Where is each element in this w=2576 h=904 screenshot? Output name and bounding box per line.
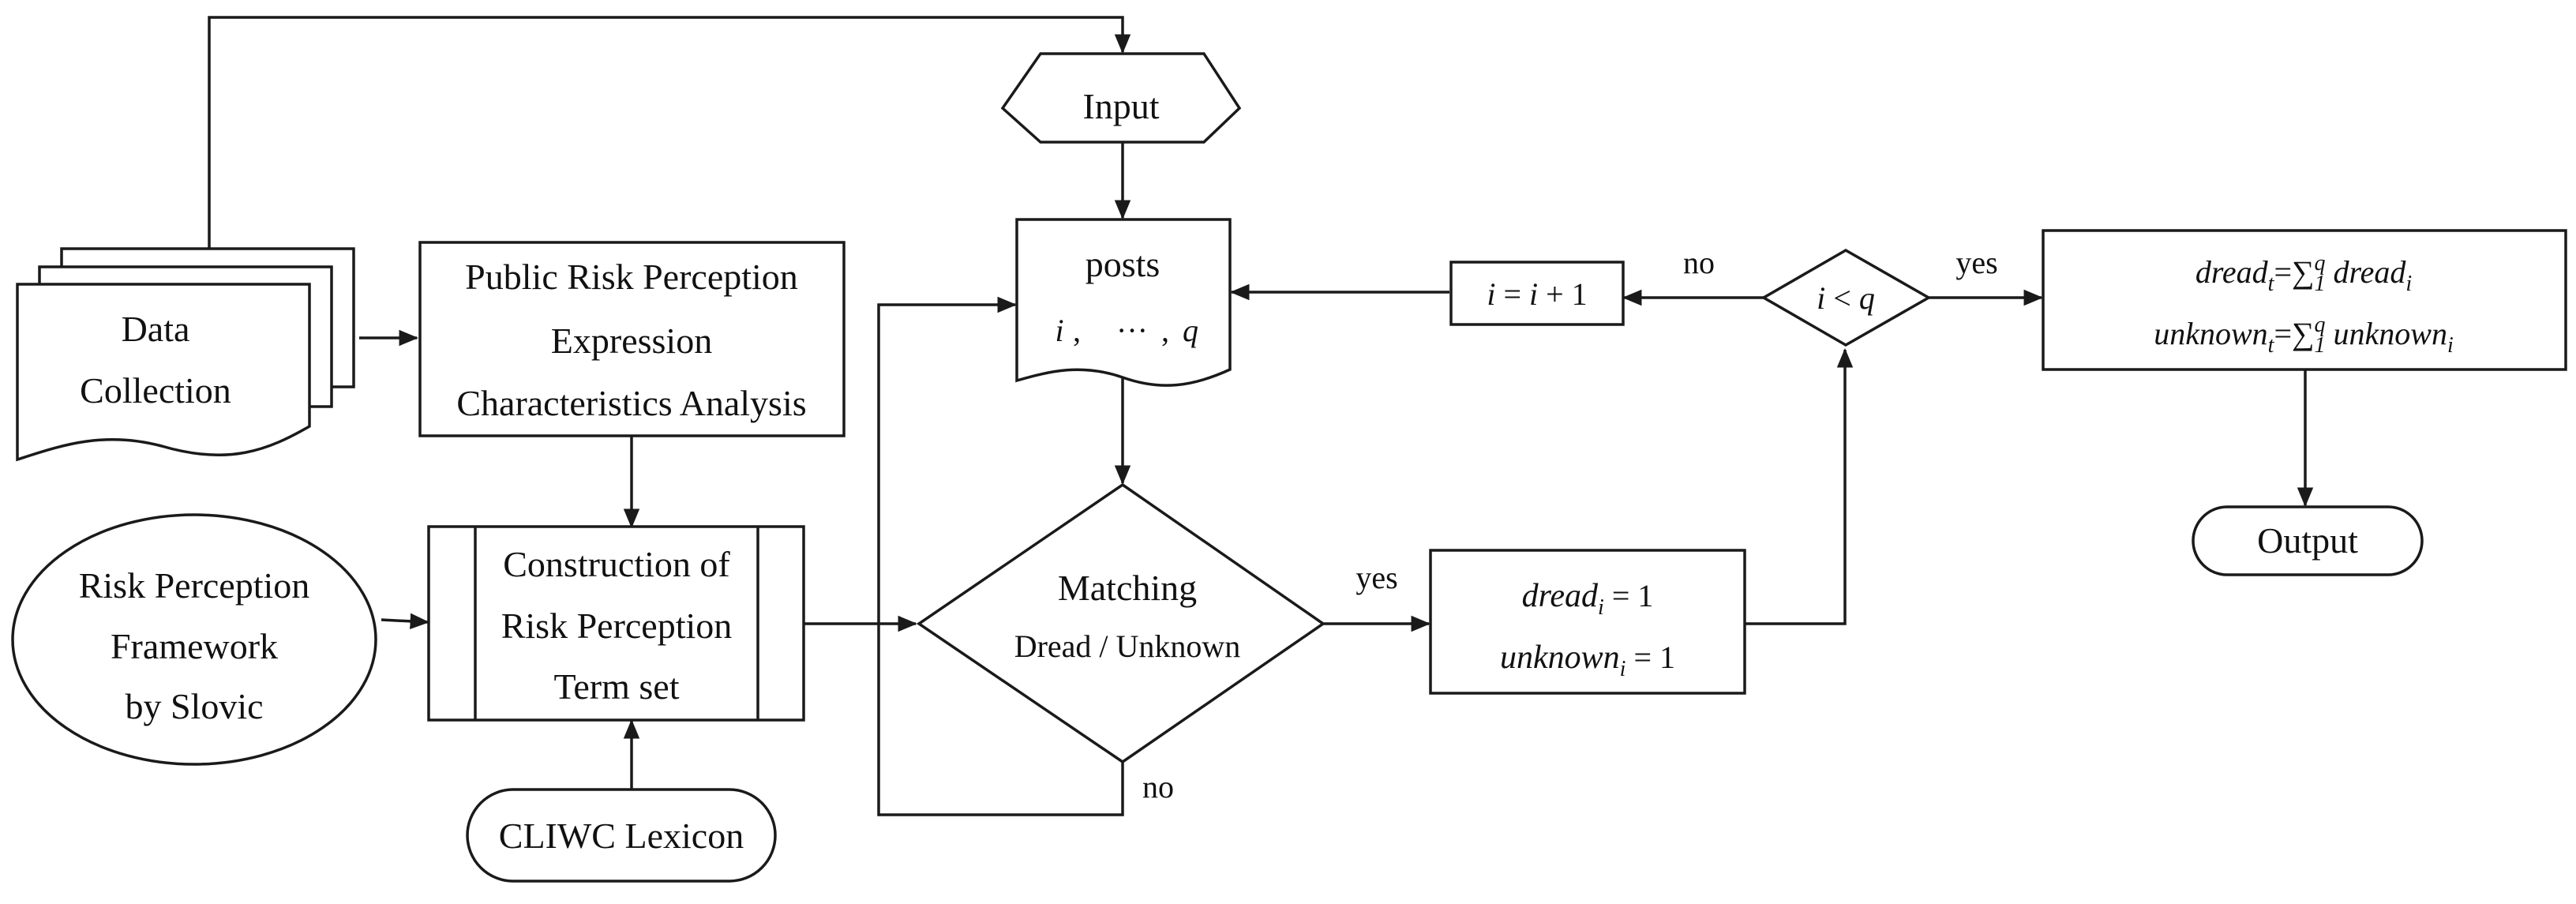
posts-sep-1: , (1073, 313, 1081, 348)
risk-framework-label-2: Framework (111, 626, 278, 666)
data-collection-label-2: Collection (80, 370, 231, 411)
cliwc-node: CLIWC Lexicon (466, 788, 777, 883)
totals-node: dreadt=∑1q dreadi unknownt=∑1q unknowni (2042, 229, 2567, 371)
posts-sep-2: , (1161, 313, 1169, 348)
construction-node: Construction of Risk Perception Term set (427, 525, 805, 722)
posts-index-end: q (1183, 313, 1198, 348)
posts-label: posts (1086, 244, 1161, 284)
risk-framework-label-1: Risk Perception (79, 565, 310, 606)
matching-label-2: Dread / Unknown (1014, 628, 1241, 664)
input-node: Input (1000, 52, 1242, 144)
totals-unknown: unknownt=∑1q unknowni (2154, 313, 2454, 358)
matching-node: Matching Dread / Unknown (916, 482, 1326, 764)
assign-node: dreadi = 1 unknowni = 1 (1429, 549, 1746, 695)
edge-data-to-input (208, 16, 1131, 254)
data-collection-node: Data Collection (16, 247, 355, 462)
public-risk-label-3: Characteristics Analysis (456, 383, 806, 423)
edge-label-condition-yes: yes (1955, 245, 1997, 280)
construction-label-2: Risk Perception (501, 606, 733, 646)
posts-ellipsis: ··· (1116, 313, 1148, 348)
totals-dread: dreadt=∑1q dreadi (2195, 251, 2412, 296)
construction-label-3: Term set (553, 666, 679, 707)
condition-node: i < q (1760, 248, 1932, 347)
risk-framework-node: Risk Perception Framework by Slovic (11, 513, 377, 766)
assign-unknown: unknowni = 1 (1500, 640, 1675, 681)
construction-label-1: Construction of (503, 544, 730, 584)
assign-dread: dreadi = 1 (1522, 578, 1654, 620)
edge-framework-to-construction (381, 613, 430, 630)
public-risk-label-1: Public Risk Perception (465, 257, 798, 297)
posts-index-start: i (1055, 313, 1063, 348)
output-node: Output (2192, 505, 2424, 576)
edge-assign-to-condition (1745, 347, 1854, 625)
edge-label-matching-yes: yes (1355, 560, 1397, 595)
public-risk-label-2: Expression (551, 321, 712, 361)
increment-formula: i = i + 1 (1487, 276, 1587, 312)
increment-node: i = i + 1 (1449, 261, 1625, 326)
edge-label-condition-no: no (1683, 245, 1715, 280)
edge-label-matching-no: no (1142, 769, 1174, 805)
output-label: Output (2257, 520, 2358, 561)
risk-framework-label-3: by Slovic (125, 686, 263, 726)
public-risk-node: Public Risk Perception Expression Charac… (418, 241, 846, 437)
data-collection-label-1: Data (122, 309, 190, 349)
posts-node: posts i , ··· , q (1015, 218, 1232, 387)
edge-matching-no-loop (877, 296, 1124, 816)
condition-formula: i < q (1817, 280, 1875, 316)
matching-label-1: Matching (1058, 568, 1197, 608)
cliwc-label: CLIWC Lexicon (499, 816, 744, 856)
input-label: Input (1082, 86, 1159, 126)
